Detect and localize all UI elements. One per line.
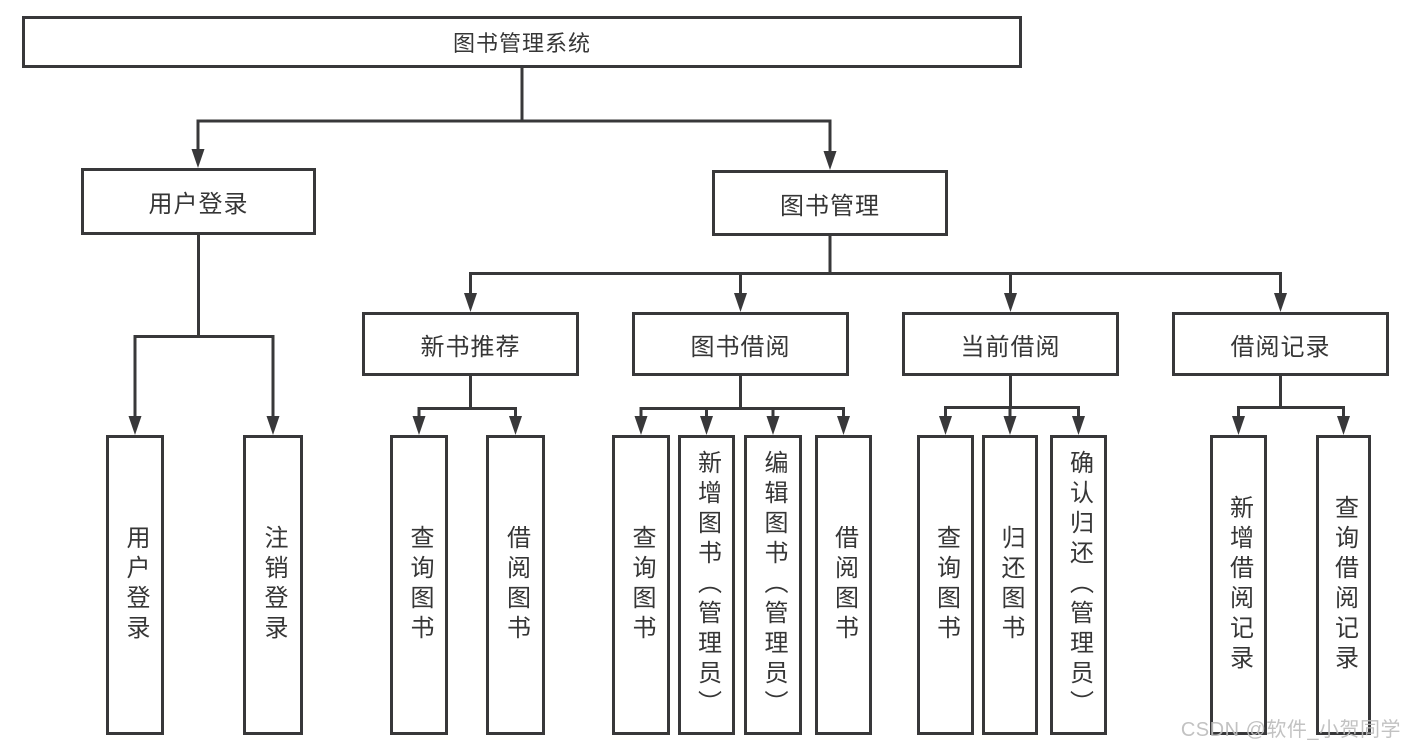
leaf-user-login-label: 用户登录 [122,525,149,645]
leaf-query-books-current-label: 查询图书 [932,525,960,645]
leaf-query-books-borrow-label: 查询图书 [628,525,655,645]
leaf-logout-label: 注销登录 [260,525,287,645]
leaf-query-books-recommend: 查询图书 [390,435,448,735]
node-borrow-records: 借阅记录 [1172,312,1389,376]
leaf-return-book-label: 归还图书 [997,525,1024,645]
node-book-borrow: 图书借阅 [632,312,849,376]
leaf-return-book: 归还图书 [982,435,1038,735]
leaf-edit-book-admin: 编辑图书（管理员） [744,435,802,735]
leaf-borrow-books-recommend-label: 借阅图书 [502,525,530,645]
leaf-add-book-admin-label: 新增图书（管理员） [693,450,721,720]
node-book-borrow-label: 图书借阅 [690,333,791,361]
node-current-borrow: 当前借阅 [902,312,1119,376]
leaf-user-login: 用户登录 [106,435,164,735]
leaf-edit-book-admin-label: 编辑图书（管理员） [760,450,787,720]
leaf-query-books-current: 查询图书 [917,435,974,735]
node-book-management-label: 图书管理 [780,192,880,220]
leaf-add-borrow-record-label: 新增借阅记录 [1225,495,1253,675]
leaf-query-borrow-record-label: 查询借阅记录 [1330,495,1358,675]
node-user-login: 用户登录 [81,168,316,235]
leaf-borrow-books-borrow: 借阅图书 [815,435,872,735]
watermark: CSDN @软件_小贺同学 [1180,719,1401,741]
leaf-borrow-books-borrow-label: 借阅图书 [830,525,858,645]
node-user-login-label: 用户登录 [148,191,249,218]
node-root-label: 图书管理系统 [452,31,591,56]
leaf-confirm-return-admin-label: 确认归还（管理员） [1065,450,1093,720]
node-borrow-records-label: 借阅记录 [1230,333,1331,361]
leaf-add-borrow-record: 新增借阅记录 [1210,435,1267,735]
node-current-borrow-label: 当前借阅 [960,333,1061,361]
leaf-logout: 注销登录 [243,435,303,735]
leaf-query-books-recommend-label: 查询图书 [406,525,433,645]
leaf-confirm-return-admin: 确认归还（管理员） [1050,435,1107,735]
node-new-book-recommend-label: 新书推荐 [420,333,521,361]
node-book-management: 图书管理 [712,170,948,236]
leaf-query-books-borrow: 查询图书 [612,435,670,735]
leaf-borrow-books-recommend: 借阅图书 [486,435,545,735]
node-root: 图书管理系统 [22,16,1022,68]
leaf-add-book-admin: 新增图书（管理员） [678,435,735,735]
leaf-query-borrow-record: 查询借阅记录 [1316,435,1371,735]
node-new-book-recommend: 新书推荐 [362,312,579,376]
